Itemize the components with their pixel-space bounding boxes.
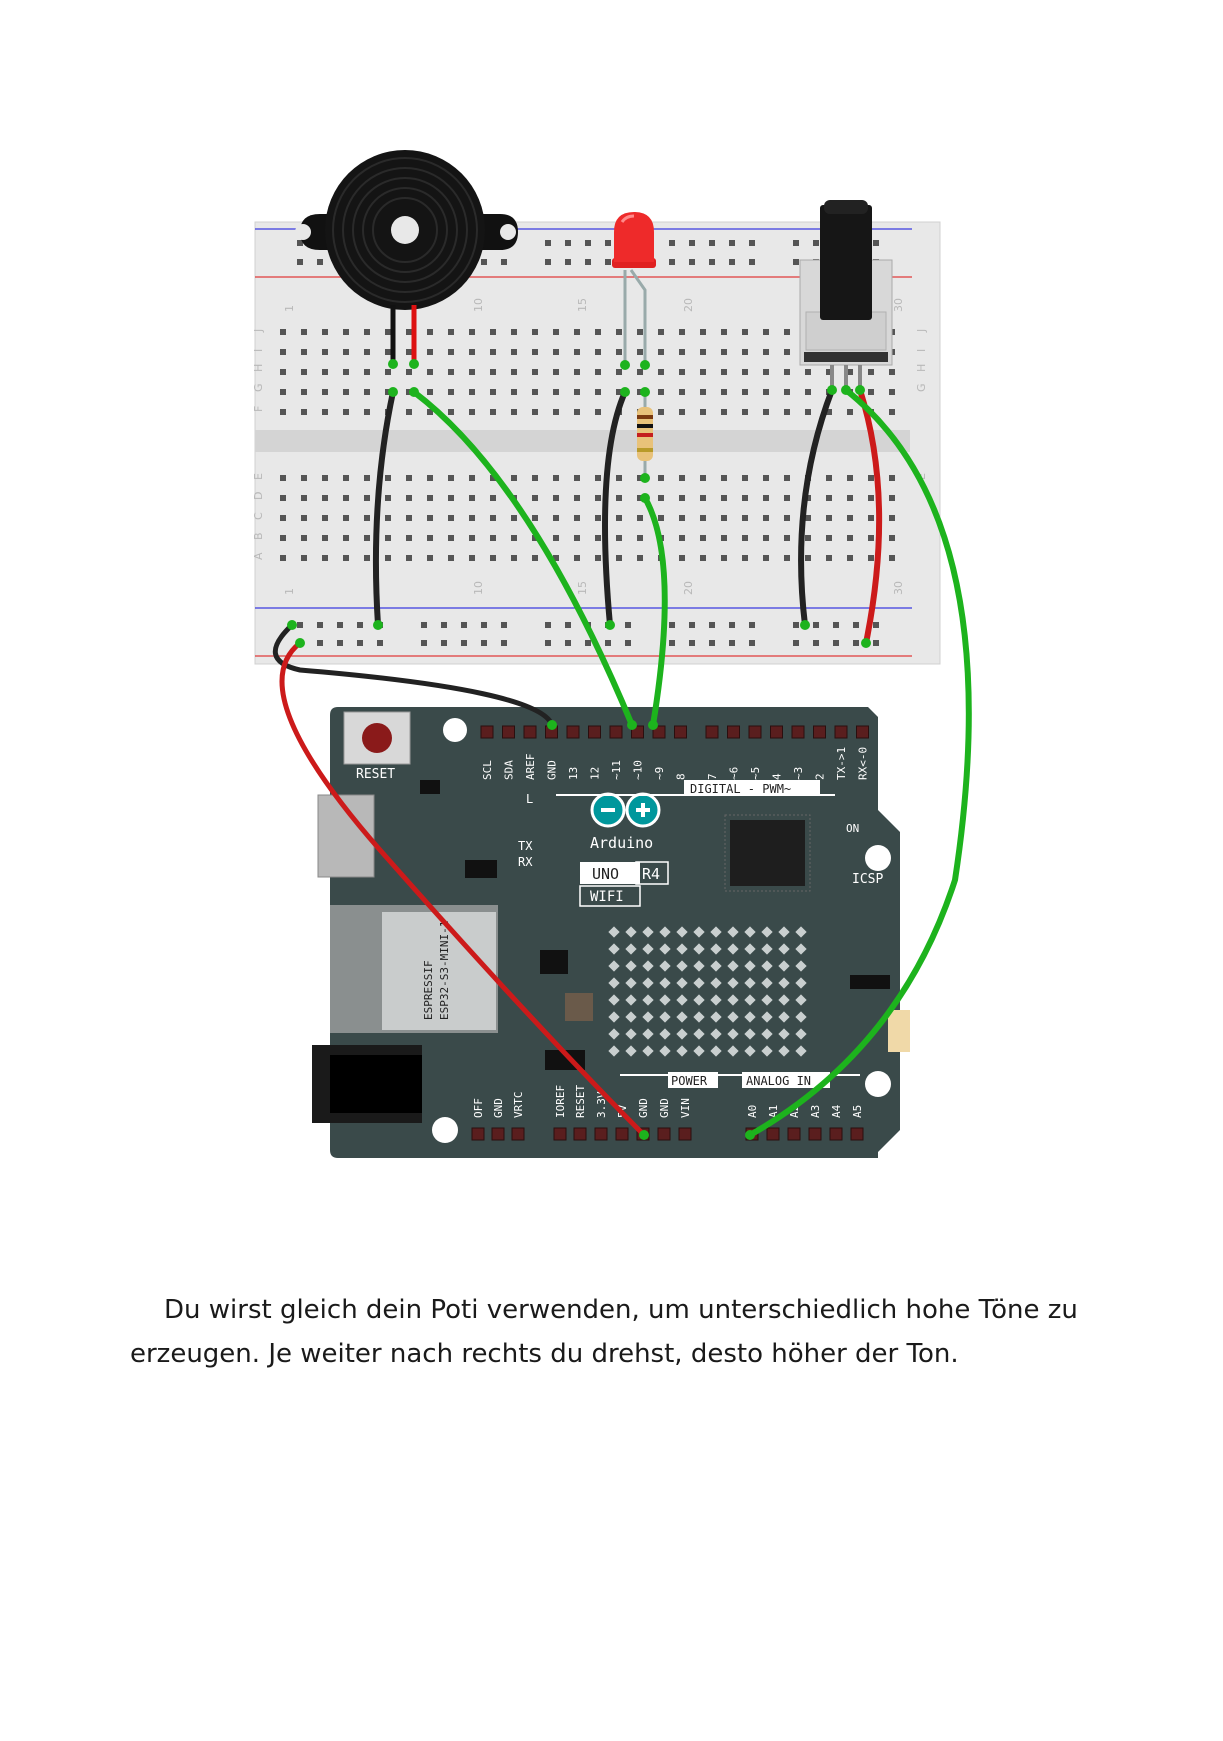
- uno-label: UNO: [592, 865, 619, 883]
- row-letters-top: J I H G F: [252, 329, 265, 412]
- power-analog-header: [471, 1127, 864, 1141]
- digital-pin-label: AREF: [524, 754, 537, 781]
- resistor: [637, 390, 653, 478]
- power-pin-label: GND: [637, 1098, 650, 1118]
- potentiometer: [799, 200, 893, 390]
- instruction-paragraph: Du wirst gleich dein Poti verwenden, um …: [130, 1288, 1090, 1376]
- piezo-buzzer: [295, 150, 518, 364]
- row-letter-g: G: [252, 383, 265, 392]
- digital-pin-label: 2: [814, 773, 827, 780]
- col-num-10-bottom: 10: [472, 581, 485, 595]
- digital-pin-label: GND: [546, 760, 559, 780]
- digital-pin-label: 13: [567, 767, 580, 780]
- power-pin-label: A5: [851, 1105, 864, 1118]
- row-letter-a: A: [252, 552, 265, 560]
- wire-end-markers: [287, 359, 871, 1140]
- digital-pin-label: ~10: [632, 760, 645, 780]
- power-pin-label: A1: [767, 1105, 780, 1118]
- rx-led-label: RX: [518, 855, 533, 869]
- digital-pin-label: 7: [706, 773, 719, 780]
- col-num-1-top: 1: [283, 305, 296, 312]
- power-pin-label: VIN: [679, 1098, 692, 1118]
- power-pin-label: A0: [746, 1105, 759, 1118]
- caption-line-1: Du wirst gleich dein Poti verwenden, um …: [164, 1295, 1078, 1325]
- caption-line-2: erzeugen. Je weiter nach rechts du drehs…: [130, 1339, 959, 1369]
- col-num-20-bottom: 20: [682, 581, 695, 595]
- row-letter-f: F: [252, 406, 265, 412]
- row-letter-j-right: J: [915, 329, 928, 333]
- row-letter-c: C: [252, 512, 265, 520]
- row-letters-bottom: E D C B A: [252, 473, 265, 560]
- power-pin-label: A4: [830, 1104, 843, 1118]
- row-letter-d: D: [252, 492, 265, 500]
- col-num-10-top: 10: [472, 298, 485, 312]
- col-num-30-bottom: 30: [892, 581, 905, 595]
- module-brand-label: ESPRESSIF: [422, 960, 435, 1020]
- row-letter-j: J: [252, 329, 265, 333]
- row-letter-b: B: [252, 532, 265, 540]
- reset-button[interactable]: [343, 711, 411, 765]
- row-letter-i: I: [252, 349, 265, 352]
- col-num-30-top: 30: [892, 298, 905, 312]
- digital-pin-label: RX<-0: [857, 747, 870, 780]
- row-letter-h-right: H: [915, 364, 928, 372]
- power-label: POWER: [671, 1074, 708, 1088]
- digital-pin-label: ~3: [792, 767, 805, 780]
- power-pin-label: RESET: [574, 1085, 587, 1118]
- col-num-15-top: 15: [576, 298, 589, 312]
- digital-pin-label: 4: [771, 773, 784, 780]
- icsp-label: ICSP: [852, 872, 883, 887]
- digital-pin-label: ~11: [610, 760, 623, 780]
- power-pin-label: IOREF: [554, 1085, 567, 1118]
- l-led-label: L: [526, 792, 533, 806]
- analog-in-label: ANALOG IN: [746, 1074, 811, 1088]
- arduino-logo-text: Arduino: [590, 834, 653, 852]
- digital-pin-label: SDA: [503, 760, 516, 780]
- digital-pin-labels: SCL SDA AREF GND 13 12 ~11 ~10 ~9 8 7 ~6 ~5 4 ~3 2 TX->1…: [481, 747, 870, 780]
- circuit-diagram: J I H G F E D C B A J I H G E 1: [252, 150, 972, 1158]
- digital-pin-label: ~5: [749, 767, 762, 780]
- row-letter-i-right: I: [915, 349, 928, 352]
- col-num-15-bottom: 15: [576, 581, 589, 595]
- power-pin-label: A3: [809, 1105, 822, 1118]
- digital-pin-label: ~9: [653, 767, 666, 780]
- column-numbers: 1 10 15 20 30 1 10 15 20 30: [283, 298, 905, 595]
- digital-pin-label: TX->1: [835, 747, 848, 780]
- col-num-1-bottom: 1: [283, 588, 296, 595]
- on-label: ON: [846, 822, 859, 835]
- power-pin-label: GND: [658, 1098, 671, 1118]
- digital-pwm-label: DIGITAL - PWM~: [690, 782, 791, 796]
- red-led: [612, 212, 656, 365]
- digital-pin-label: ~6: [728, 767, 741, 780]
- tx-led-label: TX: [518, 839, 533, 853]
- digital-pin-label: 12: [589, 767, 602, 780]
- led-matrix: [608, 926, 807, 1057]
- col-num-20-top: 20: [682, 298, 695, 312]
- reset-label: RESET: [356, 767, 395, 782]
- row-letter-e: E: [252, 473, 265, 480]
- arduino-logo-icon: [590, 792, 661, 828]
- wifi-label: WIFI: [590, 889, 624, 905]
- power-pin-label: OFF: [472, 1098, 485, 1118]
- row-letter-h: H: [252, 364, 265, 372]
- power-pin-label: VRTC: [512, 1092, 525, 1119]
- row-letter-g-right: G: [915, 383, 928, 392]
- power-pin-label: GND: [492, 1098, 505, 1118]
- r4-label: R4: [642, 865, 660, 883]
- arduino-board: RESET ESPRESSIF ESP32-S3-MINI-1: [312, 707, 910, 1158]
- wires: [272, 387, 972, 1138]
- digital-pin-label: SCL: [481, 760, 494, 780]
- digital-pin-label: 8: [675, 773, 688, 780]
- module-name-label: ESP32-S3-MINI-1: [438, 921, 451, 1020]
